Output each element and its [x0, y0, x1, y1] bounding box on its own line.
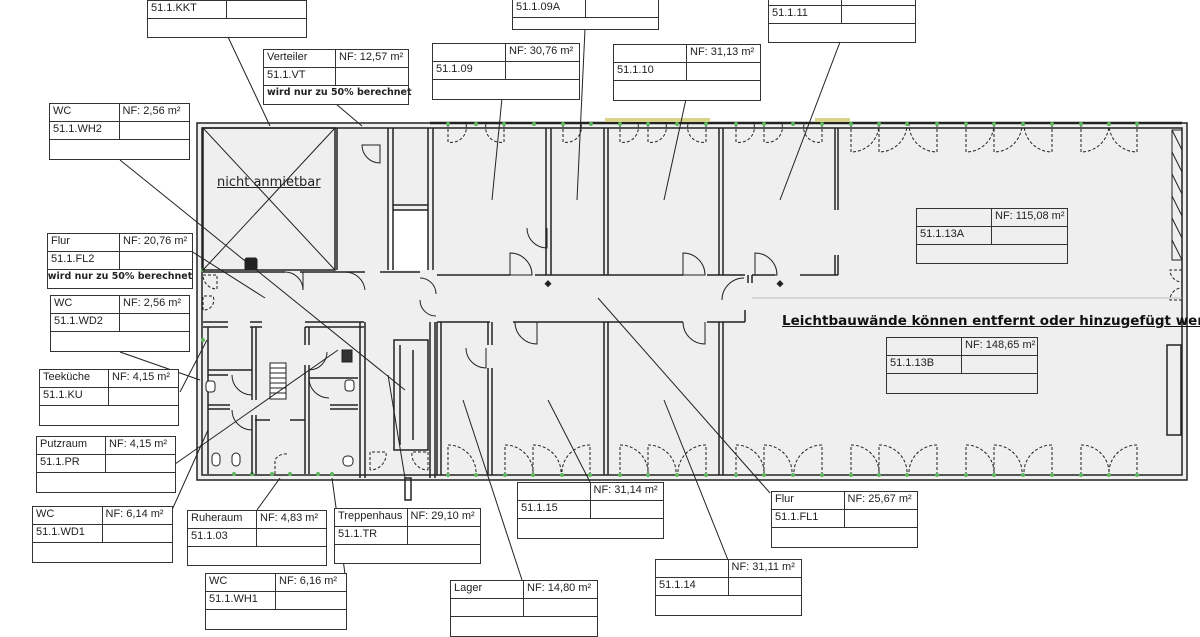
room-code	[451, 599, 524, 616]
room-code: 51.1.PR	[37, 455, 106, 472]
room-code: 51.1.10	[614, 63, 687, 80]
room-area: NF: 30,76 m²	[509, 45, 574, 57]
sanitary-fixtures	[205, 257, 355, 467]
room-label-11: 51.1.11	[768, 0, 916, 43]
south-window-casements	[447, 444, 1138, 476]
room-name	[917, 209, 992, 226]
room-name	[433, 44, 506, 61]
room-code: 51.1.TR	[335, 527, 408, 544]
room-area: NF: 4,15 m²	[112, 371, 171, 383]
room-area: NF: 31,11 m²	[731, 561, 795, 573]
room-code: 51.1.WH1	[206, 592, 276, 609]
room-code: 51.1.15	[518, 501, 591, 518]
room-name	[887, 338, 962, 355]
stair-treads	[269, 362, 287, 400]
room-area: NF: 6,16 m²	[279, 575, 338, 587]
room-name: Treppenhaus	[335, 509, 408, 526]
room-label-15: NF: 31,14 m² 51.1.15	[517, 482, 664, 539]
room-label-14: NF: 31,11 m² 51.1.14	[655, 559, 802, 616]
room-name	[614, 45, 687, 62]
room-name: Flur	[772, 492, 845, 509]
room-code: 51.1.WD2	[51, 314, 120, 331]
room-area: NF: 20,76 m²	[123, 235, 188, 247]
room-area: NF: 148,65 m²	[965, 339, 1036, 351]
room-area: NF: 6,14 m²	[105, 508, 164, 520]
room-label-13a: NF: 115,08 m² 51.1.13A	[916, 208, 1068, 264]
room-label-10: NF: 31,13 m² 51.1.10	[613, 44, 761, 101]
room-code: 51.1.KU	[40, 388, 109, 405]
room-name: Ruheraum	[188, 511, 257, 528]
building-floor	[197, 123, 1187, 480]
room-code: 51.1.WD1	[33, 525, 103, 542]
room-code: 51.1.13B	[887, 356, 962, 373]
room-area: NF: 4,15 m²	[109, 438, 168, 450]
room-code: 51.1.VT	[264, 68, 336, 85]
room-label-09a: 51.1.09A	[512, 0, 659, 30]
room-label-kkt: 51.1.KKT	[147, 0, 307, 38]
room-area: NF: 25,67 m²	[847, 493, 912, 505]
room-label-09: NF: 30,76 m² 51.1.09	[432, 43, 580, 100]
room-area: NF: 2,56 m²	[122, 105, 181, 117]
room-code: 51.1.FL1	[772, 510, 845, 527]
room-area: NF: 31,14 m²	[593, 484, 658, 496]
north-window-casements	[447, 123, 1138, 153]
room-area: NF: 4,83 m²	[260, 512, 319, 524]
room-name	[656, 560, 729, 577]
dashed-door-swings	[202, 269, 1183, 474]
room-area: NF: 12,57 m²	[339, 51, 404, 63]
not-rentable-label: nicht anmietbar	[217, 175, 321, 190]
room-name: Lager	[451, 581, 524, 598]
room-label-13b: NF: 148,65 m² 51.1.13B	[886, 337, 1038, 394]
column-markers	[544, 280, 784, 288]
room-name	[769, 0, 842, 5]
room-code: 51.1.KKT	[148, 1, 227, 18]
room-name: WC	[50, 104, 120, 121]
room-area: NF: 2,56 m²	[123, 297, 182, 309]
room-note: wird nur zu 50% berechnet	[47, 271, 193, 282]
room-code: 51.1.09	[433, 62, 506, 79]
leader-lines	[119, 28, 841, 581]
room-code: 51.1.03	[188, 529, 257, 546]
room-name: Putzraum	[37, 437, 106, 454]
room-name: Verteiler	[264, 50, 336, 67]
north-windows	[430, 118, 1182, 125]
lightweight-walls-note: Leichtbauwände können entfernt oder hinz…	[782, 313, 1200, 329]
interior-walls	[202, 127, 1182, 501]
room-name: Teeküche	[40, 370, 109, 387]
room-name: WC	[206, 574, 276, 591]
room-code: 51.1.11	[769, 6, 842, 23]
room-area: NF: 14,80 m²	[527, 582, 592, 594]
room-name: WC	[51, 296, 120, 313]
room-area	[842, 0, 915, 5]
floor-plan-drawing	[119, 28, 1188, 581]
room-area: NF: 29,10 m²	[410, 510, 475, 522]
east-window-lattice	[1171, 129, 1183, 261]
room-area: NF: 115,08 m²	[995, 210, 1065, 222]
room-name: WC	[33, 507, 103, 524]
room-code: 51.1.FL2	[48, 252, 120, 269]
room-area: NF: 31,13 m²	[690, 46, 755, 58]
room-name: Flur	[48, 234, 120, 251]
room-note: wird nur zu 50% berechnet	[267, 87, 412, 98]
room-code: 51.1.14	[656, 578, 729, 595]
not-rentable-cross	[202, 127, 336, 271]
door-swings	[231, 144, 778, 431]
room-code: 51.1.09A	[513, 0, 586, 17]
room-name	[518, 483, 591, 500]
room-code: 51.1.WH2	[50, 122, 120, 139]
room-code: 51.1.13A	[917, 227, 992, 244]
